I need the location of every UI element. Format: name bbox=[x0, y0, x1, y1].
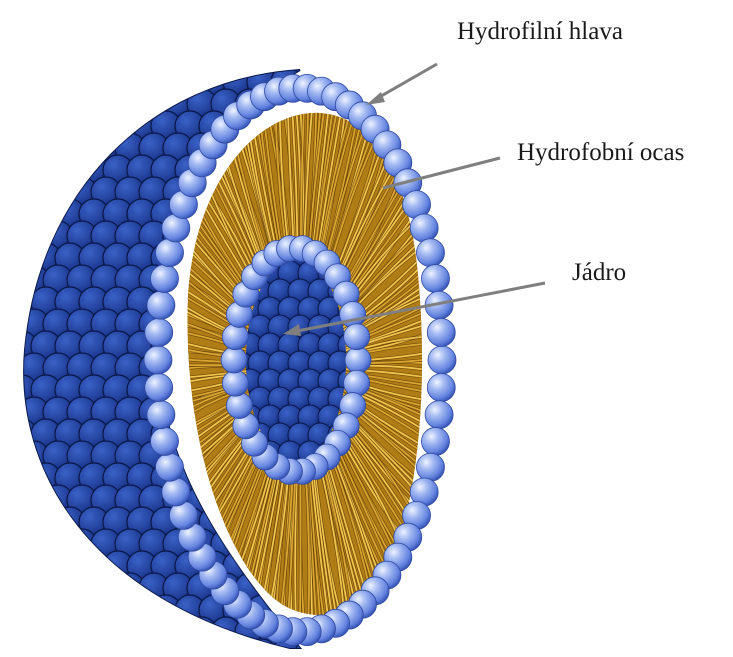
head-bead bbox=[156, 239, 184, 267]
head-label: Hydrofilní hlava bbox=[457, 18, 623, 45]
head-bead bbox=[151, 427, 179, 455]
head-bead bbox=[416, 453, 444, 481]
head-bead bbox=[162, 478, 190, 506]
head-bead bbox=[145, 318, 173, 346]
head-bead bbox=[425, 401, 453, 429]
head-bead bbox=[226, 393, 252, 419]
head-bead bbox=[156, 453, 184, 481]
head-bead bbox=[427, 374, 455, 402]
core-label: Jádro bbox=[572, 259, 626, 286]
head-bead bbox=[147, 291, 175, 319]
head-bead bbox=[221, 347, 247, 373]
head-bead bbox=[144, 346, 172, 374]
head-bead bbox=[427, 318, 455, 346]
head-bead bbox=[147, 401, 175, 429]
head-bead bbox=[421, 427, 449, 455]
head-bead bbox=[344, 324, 370, 350]
head-arrow bbox=[366, 64, 437, 105]
head-bead bbox=[345, 347, 371, 373]
head-bead bbox=[344, 370, 370, 396]
head-bead bbox=[416, 239, 444, 267]
head-bead bbox=[222, 324, 248, 350]
tail-label: Hydrofobní ocas bbox=[517, 139, 684, 166]
head-bead bbox=[145, 374, 173, 402]
head-bead bbox=[428, 346, 456, 374]
head-bead bbox=[340, 301, 366, 327]
head-bead bbox=[410, 214, 438, 242]
head-bead bbox=[151, 265, 179, 293]
head-bead bbox=[421, 265, 449, 293]
head-bead bbox=[222, 370, 248, 396]
